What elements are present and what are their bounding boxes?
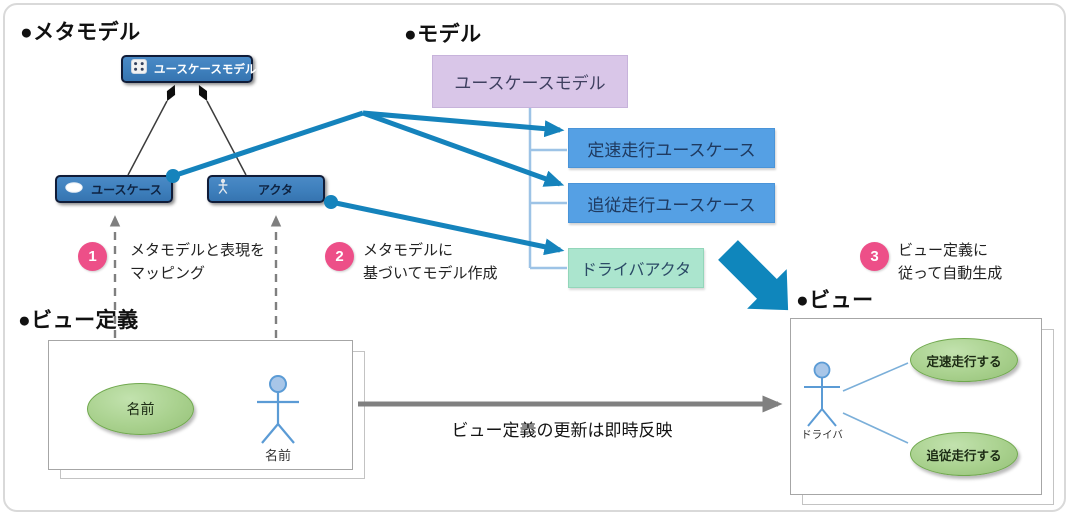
view-heading: ●ビュー (796, 289, 874, 312)
metamodel-usecase-label: ユースケース (91, 182, 162, 197)
arrow-caption: ビュー定義の更新は即時反映 (451, 421, 673, 440)
model-usecase1-label: 定速走行ユースケース (587, 140, 756, 160)
model-driveractor-box: ドライバアクタ (568, 248, 704, 288)
step2-line2: 基づいてモデル作成 (363, 265, 498, 282)
connector-dot-actor (324, 195, 338, 209)
model-usecase2-box: 追従走行ユースケース (568, 183, 775, 223)
metamodel-actor-label: アクタ (258, 182, 293, 197)
step3-badge: 3 (860, 242, 889, 271)
view-usecase1-ellipse: 定速走行する (910, 338, 1018, 382)
step1-badge: 1 (78, 242, 107, 271)
model-usecase2-label: 追従走行ユースケース (587, 195, 756, 215)
model-usecasemodel-box: ユースケースモデル (432, 55, 628, 108)
metamodel-usecase-box: ユースケース (55, 175, 173, 203)
generate-block-arrow (718, 240, 789, 311)
step2-badge: 2 (325, 242, 354, 271)
view-definition-actor-label: 名前 (264, 448, 291, 463)
model-driveractor-label: ドライバアクタ (580, 262, 692, 279)
view-panel: ドライバ 定速走行する 追従走行する (790, 318, 1042, 495)
view-actor-label: ドライバ (801, 429, 843, 441)
view-definition-panel: 名前 名前 (48, 340, 353, 470)
view-definition-actor-figure (257, 375, 299, 444)
view-actor-figure (804, 361, 909, 444)
step2-text: メタモデルに 基づいてモデル作成 (363, 239, 498, 285)
composition-link-usecase (127, 84, 176, 176)
step3-line1: ビュー定義に (898, 242, 989, 259)
actor-icon (217, 178, 229, 200)
composition-link-actor (198, 85, 247, 176)
view-usecase2-ellipse: 追従走行する (910, 432, 1018, 476)
metamodel-heading: ●メタモデル (20, 21, 141, 44)
model-grid-icon (131, 59, 147, 79)
view-definition-usecase-label: 名前 (126, 401, 155, 417)
model-tree-connector (528, 108, 567, 270)
metamodel-usecasemodel-box: ユースケースモデル (121, 55, 257, 83)
step1-text: メタモデルと表現を マッピング (130, 239, 265, 285)
metamodel-actor-box: アクタ (207, 175, 325, 203)
view-usecase1-label: 定速走行する (926, 354, 1002, 369)
view-definition-heading: ●ビュー定義 (18, 309, 139, 332)
view-definition-usecase-ellipse: 名前 (87, 383, 194, 435)
model-heading: ●モデル (404, 23, 482, 46)
metamodel-usecasemodel-label: ユースケースモデル (154, 64, 257, 76)
step3-text: ビュー定義に 従って自動生成 (898, 239, 1002, 285)
step1-line1: メタモデルと表現を (130, 242, 266, 259)
model-usecasemodel-label: ユースケースモデル (454, 74, 606, 93)
usecase-ellipse-icon (65, 180, 83, 198)
step3-line2: 従って自動生成 (898, 265, 1003, 282)
step2-line1: メタモデルに (363, 242, 454, 259)
model-usecase1-box: 定速走行ユースケース (568, 128, 775, 168)
view-usecase2-label: 追従走行する (926, 448, 1002, 463)
step1-line2: マッピング (130, 265, 206, 282)
